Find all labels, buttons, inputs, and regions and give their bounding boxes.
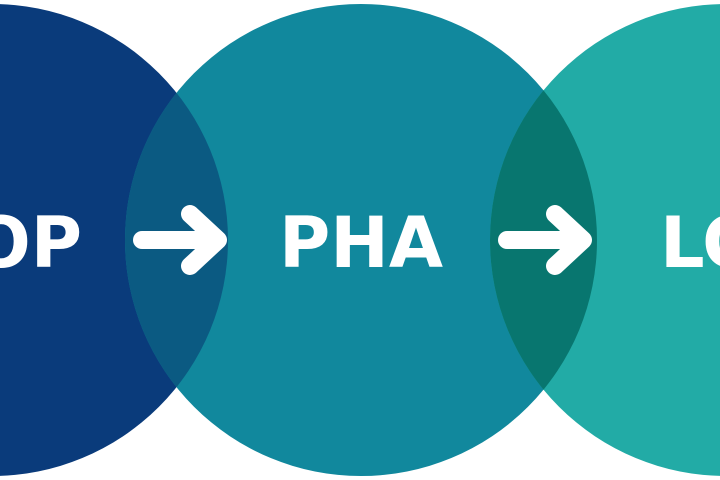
- stage-label-2: PHA: [279, 202, 443, 284]
- stage-label-1: OP: [0, 202, 82, 284]
- stage-label-3: LO: [660, 202, 720, 284]
- stage-circle-2: [125, 4, 597, 476]
- arrow-right-icon: [498, 205, 592, 275]
- arrow-right-icon: [133, 205, 227, 275]
